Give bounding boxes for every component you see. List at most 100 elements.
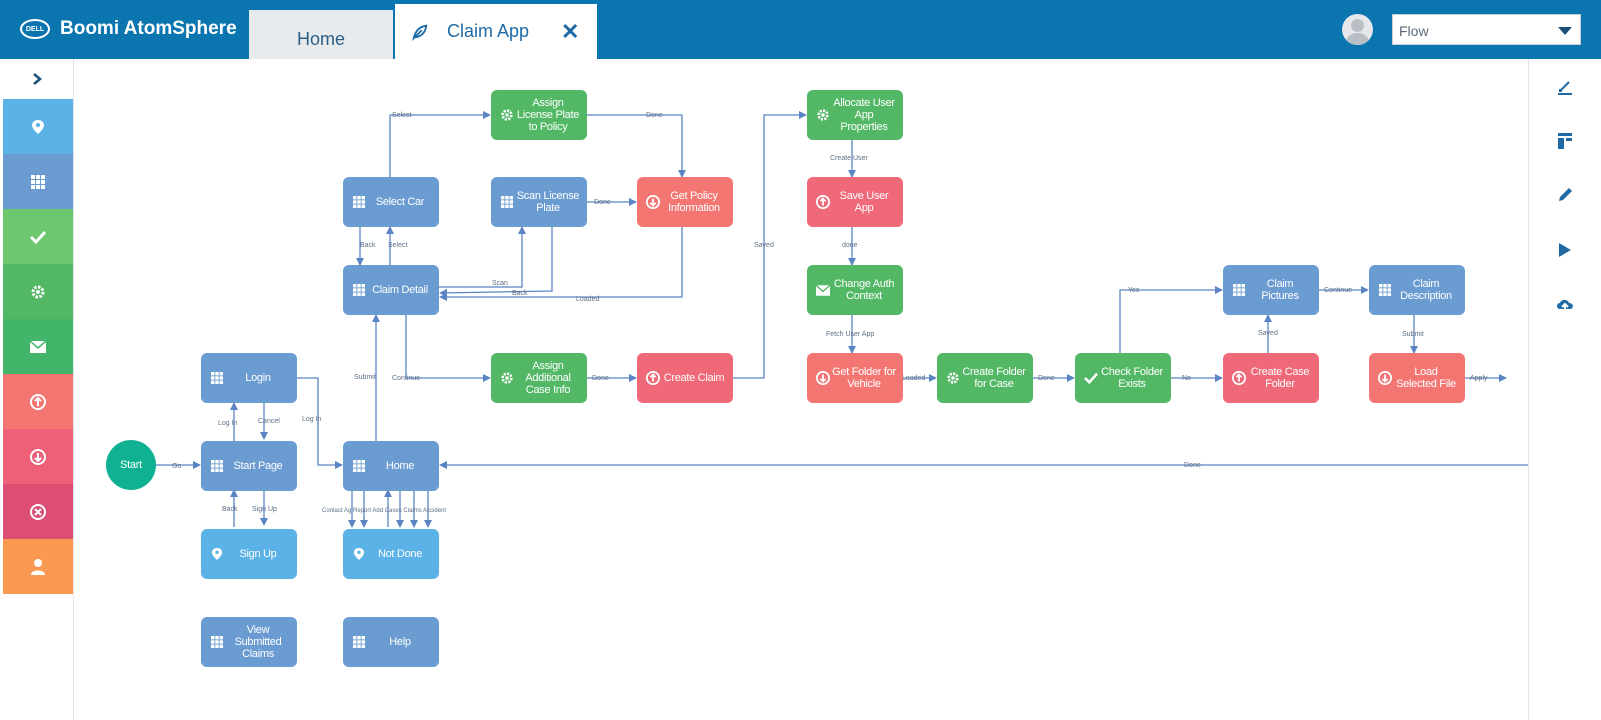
gear-icon (501, 109, 513, 121)
run-icon[interactable] (1549, 234, 1581, 266)
edge-label-cancel: Cancel (258, 418, 280, 425)
edge-label-submit: Submit (354, 374, 376, 381)
node-create-claim[interactable]: Create Claim (637, 353, 733, 403)
tool-step-location[interactable] (3, 99, 73, 154)
tool-swimlane[interactable] (3, 539, 73, 594)
node-get-folder-for-vehicle[interactable]: Get Folder for Vehicle (807, 353, 903, 403)
tool-message[interactable] (3, 319, 73, 374)
location-icon (211, 548, 223, 560)
edge-label-apply: Apply (1470, 375, 1488, 382)
edge-label-done-plate: Done (646, 112, 663, 119)
grid-icon (353, 196, 365, 208)
node-check-folder-exists[interactable]: Check Folder Exists (1075, 353, 1171, 403)
node-login[interactable]: Login (201, 353, 297, 403)
node-claim-pictures[interactable]: Claim Pictures (1223, 265, 1319, 315)
edge-label-continue-pictures: Continue (1324, 287, 1352, 294)
import-icon[interactable] (1549, 71, 1581, 103)
grid-icon (501, 196, 513, 208)
node-get-policy-information[interactable]: Get Policy Information (637, 177, 733, 227)
close-tab-icon[interactable]: ✕ (561, 18, 580, 44)
grid-icon (353, 636, 365, 648)
edge-label-go: Go (172, 463, 181, 470)
node-save-user-app[interactable]: Save User App (807, 177, 903, 227)
location-icon (32, 119, 44, 134)
download-icon (816, 371, 830, 385)
edge-label-saved: Saved (754, 242, 774, 249)
node-allocate-user-app-properties[interactable]: Allocate User App Properties (807, 90, 903, 140)
edge-label-submit-description: Submit (1402, 331, 1424, 338)
brand[interactable]: DELL Boomi AtomSphere (20, 18, 237, 40)
tab-home[interactable]: Home (249, 10, 393, 59)
edge-label-done-save: done (842, 242, 858, 249)
node-change-auth-context[interactable]: Change Auth Context (807, 265, 903, 315)
grid-icon (1233, 284, 1245, 296)
edge-label-saved-case: Saved (1258, 330, 1278, 337)
edge-label-select: Select (388, 242, 408, 249)
layout-icon[interactable] (1549, 125, 1581, 157)
element-toolbar (0, 59, 74, 720)
tool-database-save[interactable] (3, 374, 73, 429)
tool-page[interactable] (3, 154, 73, 209)
tool-decision[interactable] (3, 209, 73, 264)
grid-icon (1379, 284, 1391, 296)
edge-label-sign-up: Sign Up (252, 506, 277, 513)
download-icon (1378, 371, 1392, 385)
location-icon (353, 548, 365, 560)
node-home[interactable]: Home (343, 441, 439, 491)
node-assign-additional-case-info[interactable]: Assign Additional Case Info (491, 353, 587, 403)
node-sign-up[interactable]: Sign Up (201, 529, 297, 579)
grid-icon (353, 284, 365, 296)
node-claim-detail[interactable]: Claim Detail (343, 265, 439, 315)
edge-label-home-out: Contact Ag Report Add Cases Claims Accid… (322, 508, 446, 514)
chevron-down-icon (1558, 27, 1572, 35)
edge-label-back: Back (222, 506, 238, 513)
download-icon (30, 448, 46, 465)
node-select-car[interactable]: Select Car (343, 177, 439, 227)
node-assign-license-plate[interactable]: Assign License Plate to Policy (491, 90, 587, 140)
edge-label-select-car: Select (392, 112, 412, 119)
grid-icon (353, 460, 365, 472)
node-view-submitted-claims[interactable]: View Submitted Claims (201, 617, 297, 667)
tool-operator[interactable] (3, 264, 73, 319)
expand-sidebar-icon[interactable] (0, 59, 74, 99)
mail-icon (30, 340, 46, 353)
edge-label-log-in: Log In (302, 416, 322, 423)
edge-label-loaded: Loaded (576, 296, 599, 303)
node-claim-description[interactable]: Claim Description (1369, 265, 1465, 315)
tool-database-load[interactable] (3, 429, 73, 484)
grid-icon (211, 460, 223, 472)
tab-claim-app-label: Claim App (447, 21, 530, 41)
node-start-page[interactable]: Start Page (201, 441, 297, 491)
tool-database-delete[interactable] (3, 484, 73, 539)
edge-label-scan: Scan (492, 280, 508, 287)
check-icon (1084, 372, 1098, 384)
edge-label-login: Log In (218, 420, 238, 427)
leaf-icon (412, 24, 428, 41)
edit-icon[interactable] (1549, 179, 1581, 211)
node-scan-license-plate[interactable]: Scan License Plate (491, 177, 587, 227)
user-icon (31, 558, 45, 575)
publish-icon[interactable] (1549, 289, 1581, 321)
node-create-case-folder[interactable]: Create Case Folder (1223, 353, 1319, 403)
gear-icon (817, 109, 829, 121)
grid-icon (31, 174, 45, 189)
flow-canvas[interactable]: Go Log In Cancel Back Sign Up Log In Sub… (74, 59, 1528, 720)
node-start[interactable]: Start (106, 440, 156, 490)
dell-logo: DELL (20, 19, 50, 39)
flow-select-value: Flow (1399, 23, 1429, 39)
edge-label-done-folder: Done (1038, 375, 1055, 382)
edge-label-continue: Continue (392, 375, 420, 382)
flow-select[interactable]: Flow (1392, 14, 1581, 45)
node-help[interactable]: Help (343, 617, 439, 667)
edge-label-done-case: Done (592, 375, 609, 382)
gear-icon (501, 372, 513, 384)
tab-claim-app[interactable]: Claim App ✕ (395, 4, 597, 59)
edge-label-back-select-car: Back (360, 242, 376, 249)
node-create-folder-for-case[interactable]: Create Folder for Case (937, 353, 1033, 403)
canvas-tools (1528, 59, 1601, 720)
gear-icon (947, 372, 959, 384)
avatar[interactable] (1342, 14, 1373, 45)
node-not-done[interactable]: Not Done (343, 529, 439, 579)
node-load-selected-file[interactable]: Load Selected File (1369, 353, 1465, 403)
top-bar: DELL Boomi AtomSphere Home Claim App ✕ F… (0, 0, 1601, 59)
